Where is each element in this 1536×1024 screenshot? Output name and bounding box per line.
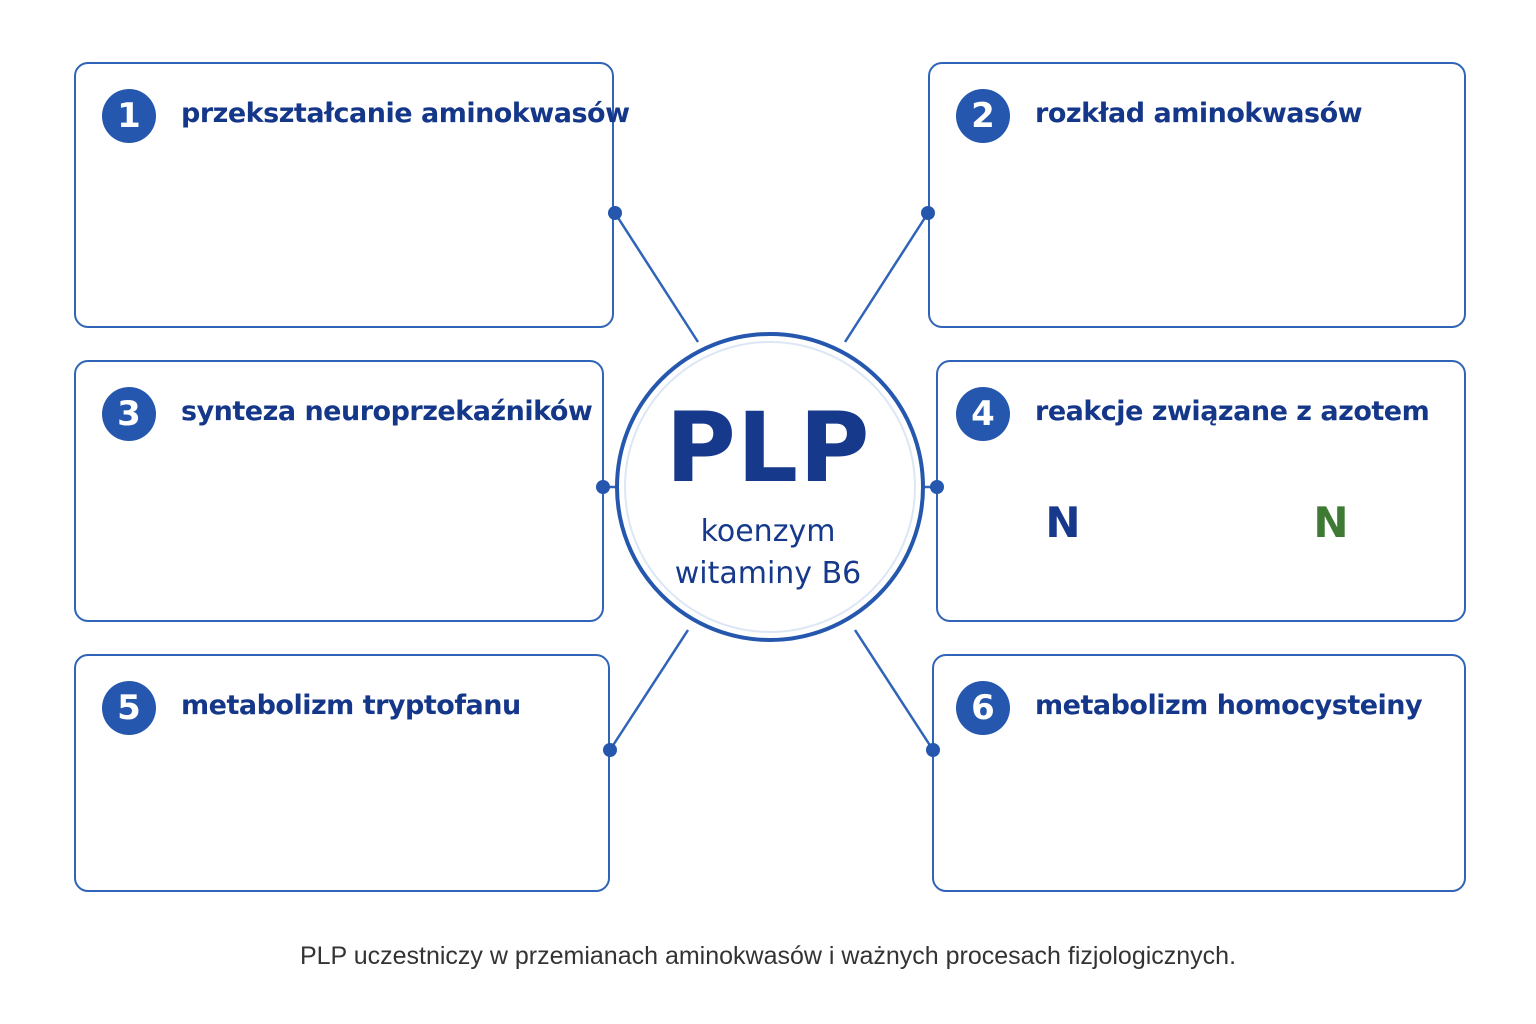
center-subtitle-line1: koenzym (700, 514, 836, 549)
center-circle (615, 332, 925, 642)
card-title: przekształcanie aminokwasów (181, 98, 630, 129)
card-title: metabolizm tryptofanu (181, 690, 521, 721)
card-title: reakcje związane z azotem (1035, 396, 1430, 427)
number-badge: 2 (956, 89, 1010, 143)
center-subtitle-line2: witaminy B6 (674, 556, 862, 591)
card-neurotransmitter-synthesis: 3 synteza neuroprzekaźników (74, 360, 604, 622)
connector-lines (603, 212, 937, 751)
center-title: PLP (665, 392, 871, 504)
connector-6 (853, 629, 935, 751)
card-amino-acid-breakdown: 2 rozkład aminokwasów (928, 62, 1466, 328)
connector-1 (613, 212, 700, 343)
number-badge: 3 (102, 387, 156, 441)
card-tryptophan-metabolism: 5 metabolizm tryptofanu (74, 654, 610, 892)
card-nitrogen-reactions: 4 reakcje związane z azotem (936, 360, 1466, 622)
card-title: rozkład aminokwasów (1035, 98, 1363, 129)
card-homocysteine-metabolism: 6 metabolizm homocysteiny (932, 654, 1466, 892)
number-badge: 4 (956, 387, 1010, 441)
number-badge: 1 (102, 89, 156, 143)
connector-2 (843, 212, 930, 343)
card-title: synteza neuroprzekaźników (181, 396, 593, 427)
card-amino-acid-transformation: 1 przekształcanie aminokwasów (74, 62, 630, 328)
number-badge: 6 (956, 681, 1010, 735)
card-title: metabolizm homocysteiny (1035, 690, 1423, 721)
footer-caption: PLP uczestniczy w przemianach aminokwasó… (299, 942, 1237, 970)
connector-5 (608, 629, 690, 751)
number-badge: 5 (102, 681, 156, 735)
center-circle-inner (624, 341, 916, 633)
